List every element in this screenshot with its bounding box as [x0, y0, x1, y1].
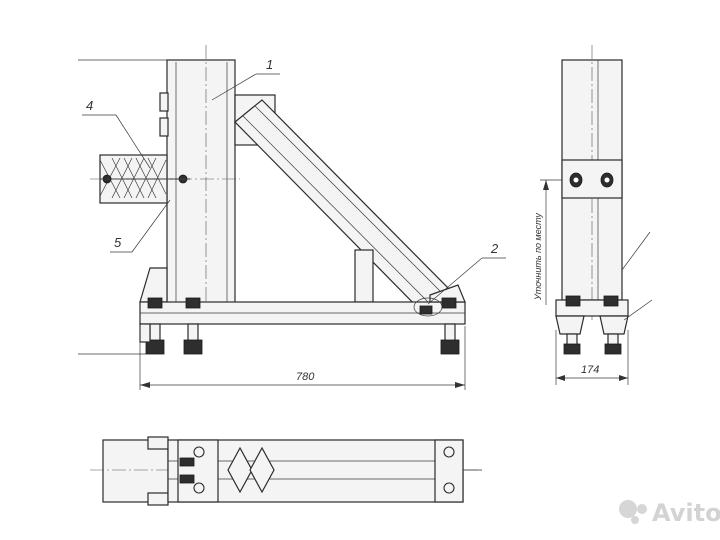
nut [441, 297, 457, 309]
post-bracket [159, 117, 169, 137]
arrow-right [455, 382, 465, 388]
watermark: Avito [619, 499, 720, 527]
rear-support [354, 249, 374, 303]
top-bracket [147, 436, 169, 450]
vertical-post [166, 59, 236, 306]
top-bolt-hole [443, 446, 455, 458]
part-label-2: 2 [490, 241, 499, 256]
part-label-1: 1 [266, 57, 273, 72]
brace-edge [242, 115, 438, 312]
top-bracket [147, 492, 169, 506]
top-bolt-hole [193, 446, 205, 458]
base-bolts [139, 297, 460, 355]
watermark-dot [619, 500, 637, 518]
leader-5 [131, 199, 171, 253]
brace-edge [254, 105, 450, 301]
side-foot [599, 315, 629, 335]
nut [185, 297, 201, 309]
leaders: 1 4 5 2 [82, 57, 506, 317]
top-view [90, 436, 482, 506]
arrow-right [619, 375, 628, 381]
dimension-width-label: 780 [296, 371, 315, 383]
arrow-left [556, 375, 565, 381]
nut [183, 339, 203, 355]
arrow-up [543, 180, 549, 190]
leader-4 [115, 114, 151, 169]
nut [179, 457, 195, 467]
nut [440, 339, 460, 355]
nut [419, 305, 433, 315]
side-leader [621, 231, 651, 271]
side-dimension-note: Уточнить по месту [533, 213, 543, 301]
detail-circle [413, 297, 443, 317]
side-foot [555, 315, 585, 335]
front-gusset [139, 267, 168, 303]
diagonal-brace [234, 99, 456, 319]
leader-2 [427, 257, 483, 305]
nut [604, 343, 622, 355]
side-clamp-bolt-hole [604, 177, 610, 183]
side-leader [623, 299, 653, 321]
top-plate [177, 439, 219, 503]
watermark-dot [637, 504, 647, 514]
arrow-left [140, 382, 150, 388]
part-label-5: 5 [114, 235, 122, 250]
nut [565, 295, 581, 307]
nut [145, 339, 165, 355]
post-bracket [159, 92, 169, 112]
nut [179, 474, 195, 484]
nut [603, 295, 619, 307]
top-bolt-hole [193, 482, 205, 494]
top-bolt-hole [443, 482, 455, 494]
dimension-side-width-label: 174 [581, 364, 599, 376]
front-view: 780 1 4 5 2 [78, 45, 506, 390]
side-view: Уточнить по месту 174 [533, 45, 653, 385]
side-clamp-bolt-hole [573, 177, 579, 183]
dimension-width: 780 [139, 326, 466, 390]
top-brace-flange [249, 446, 275, 494]
part-label-4: 4 [86, 98, 93, 113]
nut [147, 297, 163, 309]
beam-end-block [139, 323, 151, 343]
watermark-dot [631, 516, 639, 524]
watermark-text: Avito [652, 499, 720, 527]
leader-1 [211, 73, 257, 101]
nut [563, 343, 581, 355]
top-end-plate [434, 439, 464, 503]
